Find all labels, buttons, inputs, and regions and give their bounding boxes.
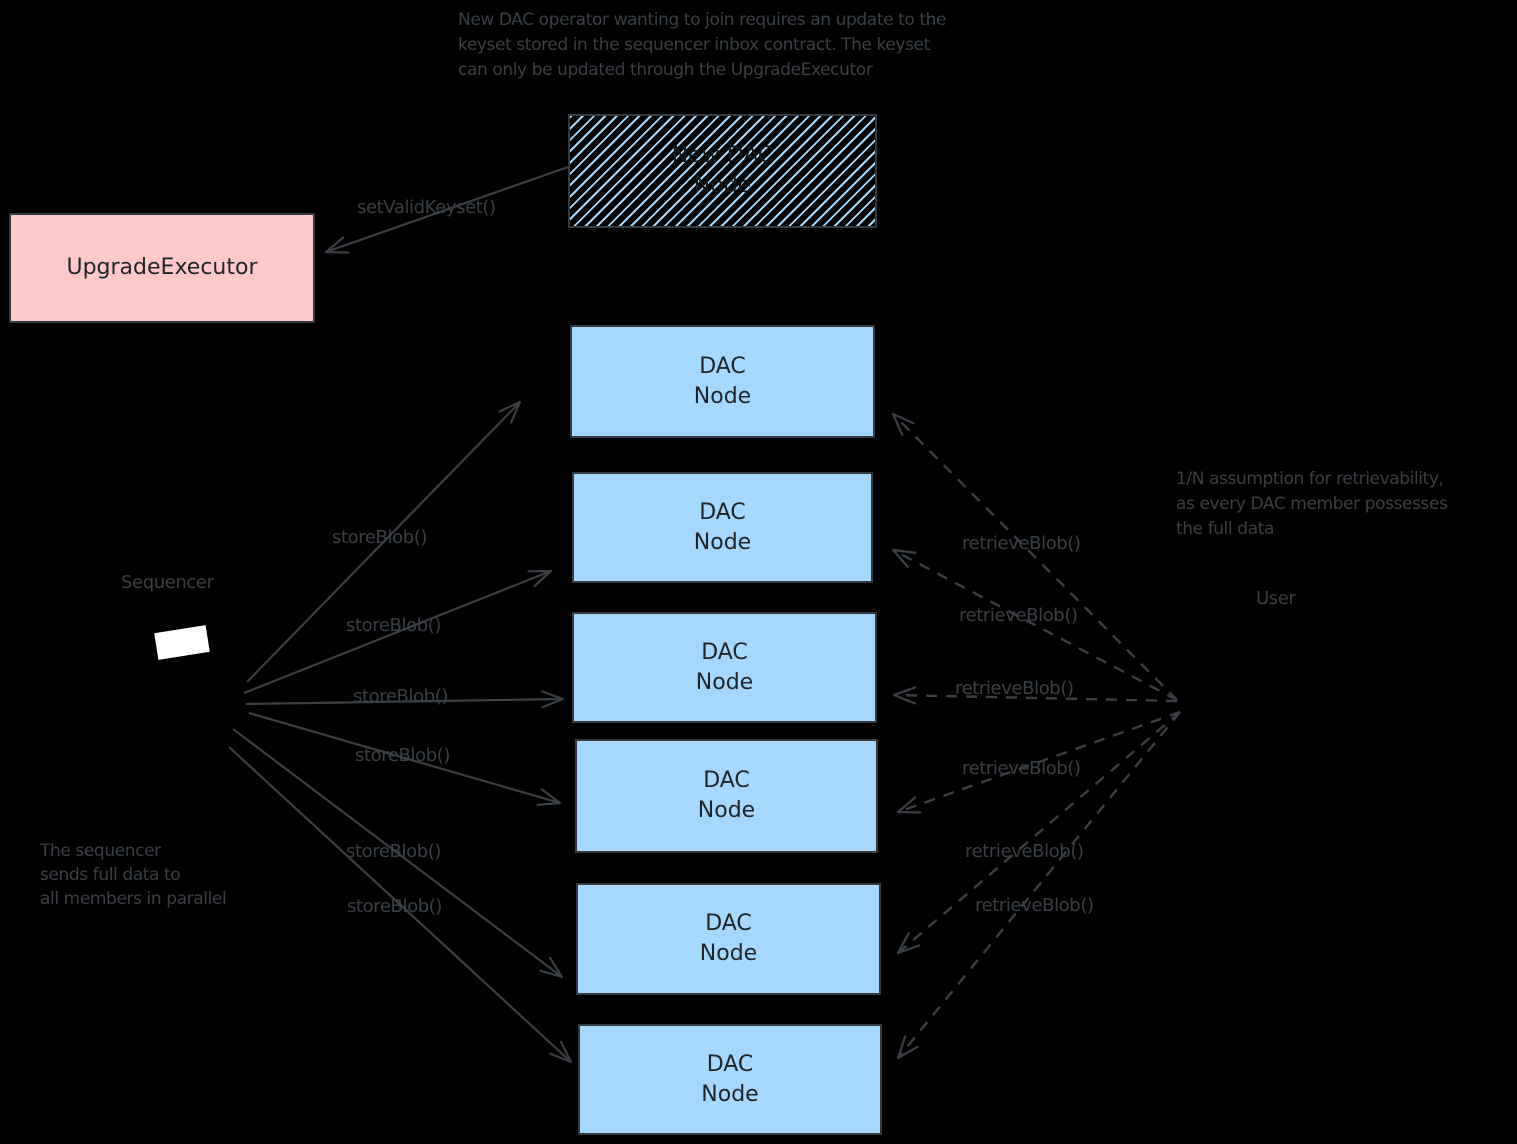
store-blob-label-4: storeBlob() — [355, 745, 450, 766]
dac-node-label: DAC Node — [697, 768, 756, 823]
sequencer-label: Sequencer — [121, 572, 214, 593]
retrieve-blob-arrow-4 — [896, 710, 1181, 814]
set-valid-keyset-arrow — [324, 165, 569, 254]
dac-node-label: DAC Node — [695, 639, 754, 695]
new-dac-node-label: New DAC Node — [671, 143, 774, 198]
retrieve-blob-arrow-5 — [896, 711, 1181, 955]
store-blob-arrow-1 — [246, 400, 522, 683]
retrieve-blob-label-4: retrieveBlob() — [962, 758, 1081, 779]
store-blob-arrow-4 — [248, 711, 562, 806]
store-blob-label-3: storeBlob() — [353, 686, 448, 707]
dac-node-label: DAC Node — [693, 499, 752, 555]
retrieve-blob-label-1: retrieveBlob() — [962, 533, 1081, 554]
store-blob-label-5: storeBlob() — [346, 841, 441, 862]
dac-node-label: DAC Node — [701, 1051, 759, 1107]
store-blob-arrow-3 — [245, 690, 565, 709]
retrieve-blob-arrow-1 — [891, 412, 1178, 701]
retrieve-blob-label-5: retrieveBlob() — [965, 841, 1084, 862]
retrieve-blob-arrow-2 — [891, 548, 1178, 702]
dac-node-box-3: DAC Node — [572, 612, 877, 723]
store-blob-arrow-2 — [243, 569, 553, 695]
dac-node-box-1: DAC Node — [570, 325, 875, 438]
top-note: New DAC operator wanting to join require… — [458, 10, 947, 80]
store-blob-label-6: storeBlob() — [347, 896, 442, 917]
retrieve-blob-arrow-3 — [892, 686, 1178, 705]
upgrade-executor-label: UpgradeExecutor — [66, 255, 258, 280]
new-dac-node-box: New DAC Node — [568, 114, 877, 228]
dac-node-box-5: DAC Node — [576, 883, 881, 995]
store-blob-arrow-5 — [232, 728, 564, 979]
dac-node-box-6: DAC Node — [578, 1024, 882, 1135]
set-valid-keyset-label: setValidKeyset() — [357, 197, 496, 218]
user-note: 1/N assumption for retrievability, as ev… — [1176, 469, 1448, 539]
user-label: User — [1256, 588, 1296, 609]
store-blob-arrow-6 — [228, 746, 573, 1064]
retrieve-blob-label-3: retrieveBlob() — [955, 678, 1074, 699]
retrieve-blob-label-6: retrieveBlob() — [975, 895, 1094, 916]
dac-node-label: DAC Node — [693, 353, 752, 409]
store-blob-label-2: storeBlob() — [346, 615, 441, 636]
retrieve-blob-arrow-6 — [896, 711, 1181, 1060]
store-blob-label-1: storeBlob() — [332, 527, 427, 548]
dac-node-box-4: DAC Node — [575, 739, 878, 853]
sequencer-note: The sequencer sends full data to all mem… — [40, 841, 227, 909]
dac-node-label: DAC Node — [699, 911, 758, 966]
upgrade-executor-box: UpgradeExecutor — [9, 213, 315, 323]
dac-node-box-2: DAC Node — [572, 472, 873, 583]
retrieve-blob-label-2: retrieveBlob() — [959, 605, 1078, 626]
